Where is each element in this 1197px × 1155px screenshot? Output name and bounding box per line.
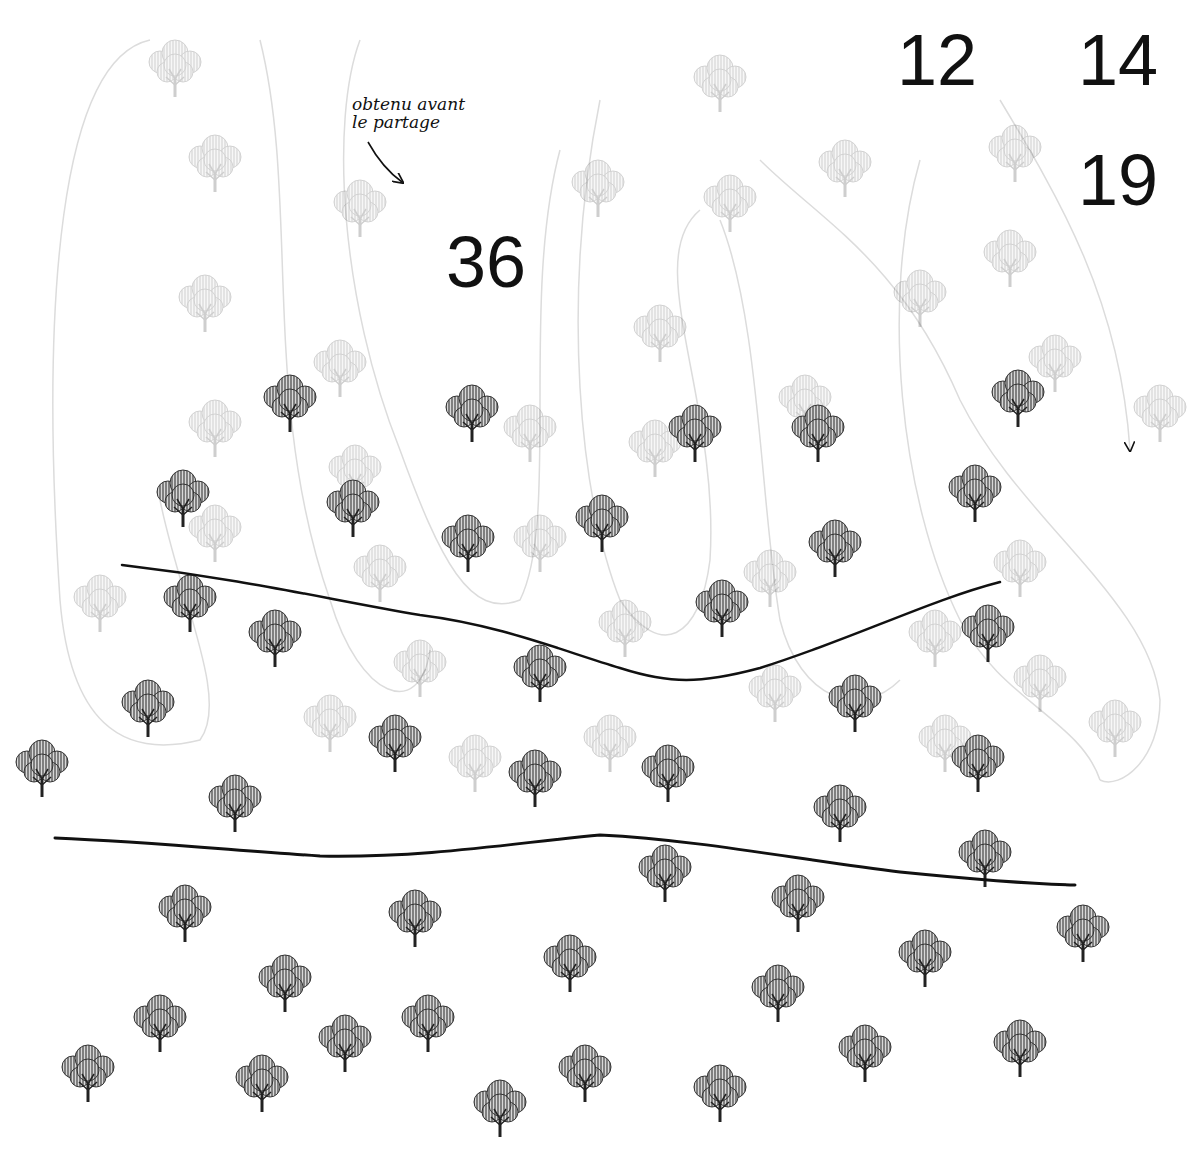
tree-symbol (327, 480, 379, 537)
tree-symbol (814, 785, 866, 842)
tree-symbol (989, 125, 1041, 182)
tree-symbol (704, 175, 756, 232)
tree-symbol (369, 715, 421, 772)
tree-symbol (749, 665, 801, 722)
tree-symbol (16, 740, 68, 797)
tree-symbol (772, 875, 824, 932)
tree-symbol (402, 995, 454, 1052)
tree-symbol (544, 935, 596, 992)
tree-symbol (334, 180, 386, 237)
tree-symbol (894, 270, 946, 327)
tree-symbol (694, 55, 746, 112)
tree-symbol (509, 750, 561, 807)
tree-symbol (304, 695, 356, 752)
tree-symbol (639, 845, 691, 902)
tree-symbol (236, 1055, 288, 1112)
count-number: 12 (897, 24, 977, 96)
boundary-lines (55, 565, 1075, 885)
tree-symbol (909, 610, 961, 667)
tree-symbol (74, 575, 126, 632)
tree-symbol (696, 580, 748, 637)
tree-symbol (314, 340, 366, 397)
tree-symbol (442, 515, 494, 572)
tree-symbol (1134, 385, 1186, 442)
tree-symbol (259, 955, 311, 1012)
tree-symbol (514, 645, 566, 702)
tree-symbol (249, 610, 301, 667)
faint-trees (74, 40, 1186, 792)
tree-symbol (189, 505, 241, 562)
tree-symbol (576, 495, 628, 552)
tree-symbol (157, 470, 209, 527)
faint-curves (53, 40, 1160, 782)
tree-symbol (1057, 905, 1109, 962)
tree-symbol (149, 40, 201, 97)
count-number: 36 (446, 226, 526, 298)
tree-symbol (559, 1045, 611, 1102)
handwritten-note: obtenu avant le partage (352, 96, 477, 132)
tree-symbol (446, 385, 498, 442)
tree-symbol (752, 965, 804, 1022)
tree-symbol (319, 1015, 371, 1072)
tree-symbol (179, 275, 231, 332)
tree-symbol (694, 1065, 746, 1122)
tree-symbol (962, 605, 1014, 662)
note-arrow (368, 142, 402, 182)
tree-symbol (792, 405, 844, 462)
tree-symbol (584, 715, 636, 772)
tree-symbol (1014, 655, 1066, 712)
tree-symbol (642, 745, 694, 802)
tree-symbol (159, 885, 211, 942)
tree-symbol (994, 540, 1046, 597)
tree-symbol (164, 575, 216, 632)
count-number: 19 (1078, 144, 1158, 216)
tree-symbol (952, 735, 1004, 792)
tree-symbol (474, 1080, 526, 1137)
tree-symbol (264, 375, 316, 432)
trees (16, 370, 1109, 1137)
tree-symbol (669, 405, 721, 462)
tree-symbol (819, 140, 871, 197)
tree-symbol (354, 545, 406, 602)
tree-symbol (514, 515, 566, 572)
tree-symbol (134, 995, 186, 1052)
tree-symbol (62, 1045, 114, 1102)
tree-symbol (389, 890, 441, 947)
tree-symbol (744, 550, 796, 607)
tree-symbol (809, 520, 861, 577)
tree-symbol (994, 1020, 1046, 1077)
tree-symbol (634, 305, 686, 362)
tree-symbol (449, 735, 501, 792)
tree-symbol (839, 1025, 891, 1082)
tree-symbol (122, 680, 174, 737)
tree-symbol (899, 930, 951, 987)
count-number: 14 (1078, 24, 1158, 96)
tree-symbol (1089, 700, 1141, 757)
tree-symbol (949, 465, 1001, 522)
tree-symbol (209, 775, 261, 832)
tree-symbol (829, 675, 881, 732)
tree-symbol (992, 370, 1044, 427)
tree-symbol (984, 230, 1036, 287)
tree-symbol (189, 400, 241, 457)
tree-symbol (572, 160, 624, 217)
tree-symbol (394, 640, 446, 697)
tree-symbol (189, 135, 241, 192)
tree-symbol (504, 405, 556, 462)
tree-symbol (599, 600, 651, 657)
